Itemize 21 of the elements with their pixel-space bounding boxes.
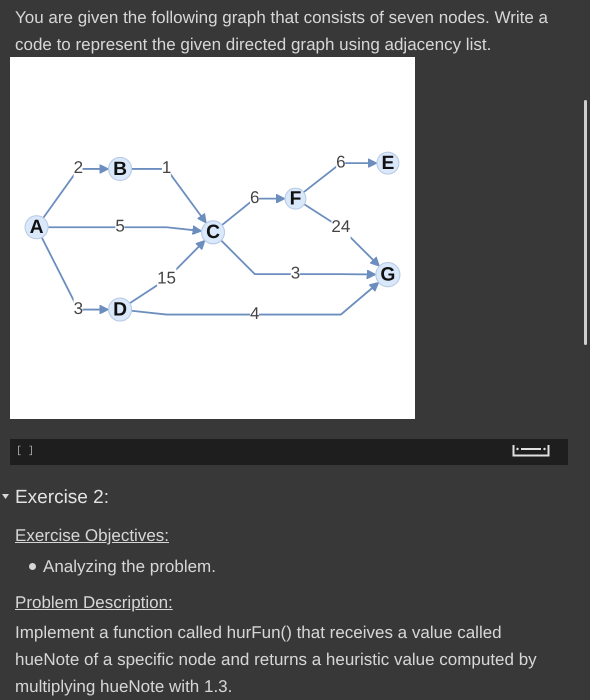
arrow — [131, 282, 380, 316]
node-circle: E — [376, 152, 400, 175]
arrow — [42, 164, 110, 218]
subheading: Problem Description: — [15, 592, 174, 614]
execution-count: [ ] — [16, 445, 36, 459]
bullet-text: Analyzing the problem. — [43, 556, 217, 578]
arrow — [220, 240, 376, 280]
node-circle: D — [108, 297, 132, 322]
arrow — [40, 237, 110, 315]
arrow — [48, 225, 202, 236]
arrow — [132, 168, 207, 224]
instruction-text: You are given the following graph that consists of seven nodes. Write a code to represent the given directed graph using adjacency list. — [15, 7, 549, 56]
node-circle: C — [200, 220, 226, 244]
section-heading: Exercise 2: — [15, 486, 110, 510]
node-circle: A — [24, 215, 49, 240]
subheading: Exercise Objectives: — [15, 525, 170, 547]
arrow — [303, 158, 378, 193]
node-circle: G — [375, 262, 400, 288]
node-circle: B — [108, 156, 132, 182]
description-text: Implement a function called hurFun() that receives a value called hueNote of a specific node and returns a heuristic value computed by multiplying hueNote with 1.3. — [15, 622, 538, 698]
node-circle: F — [284, 188, 306, 210]
